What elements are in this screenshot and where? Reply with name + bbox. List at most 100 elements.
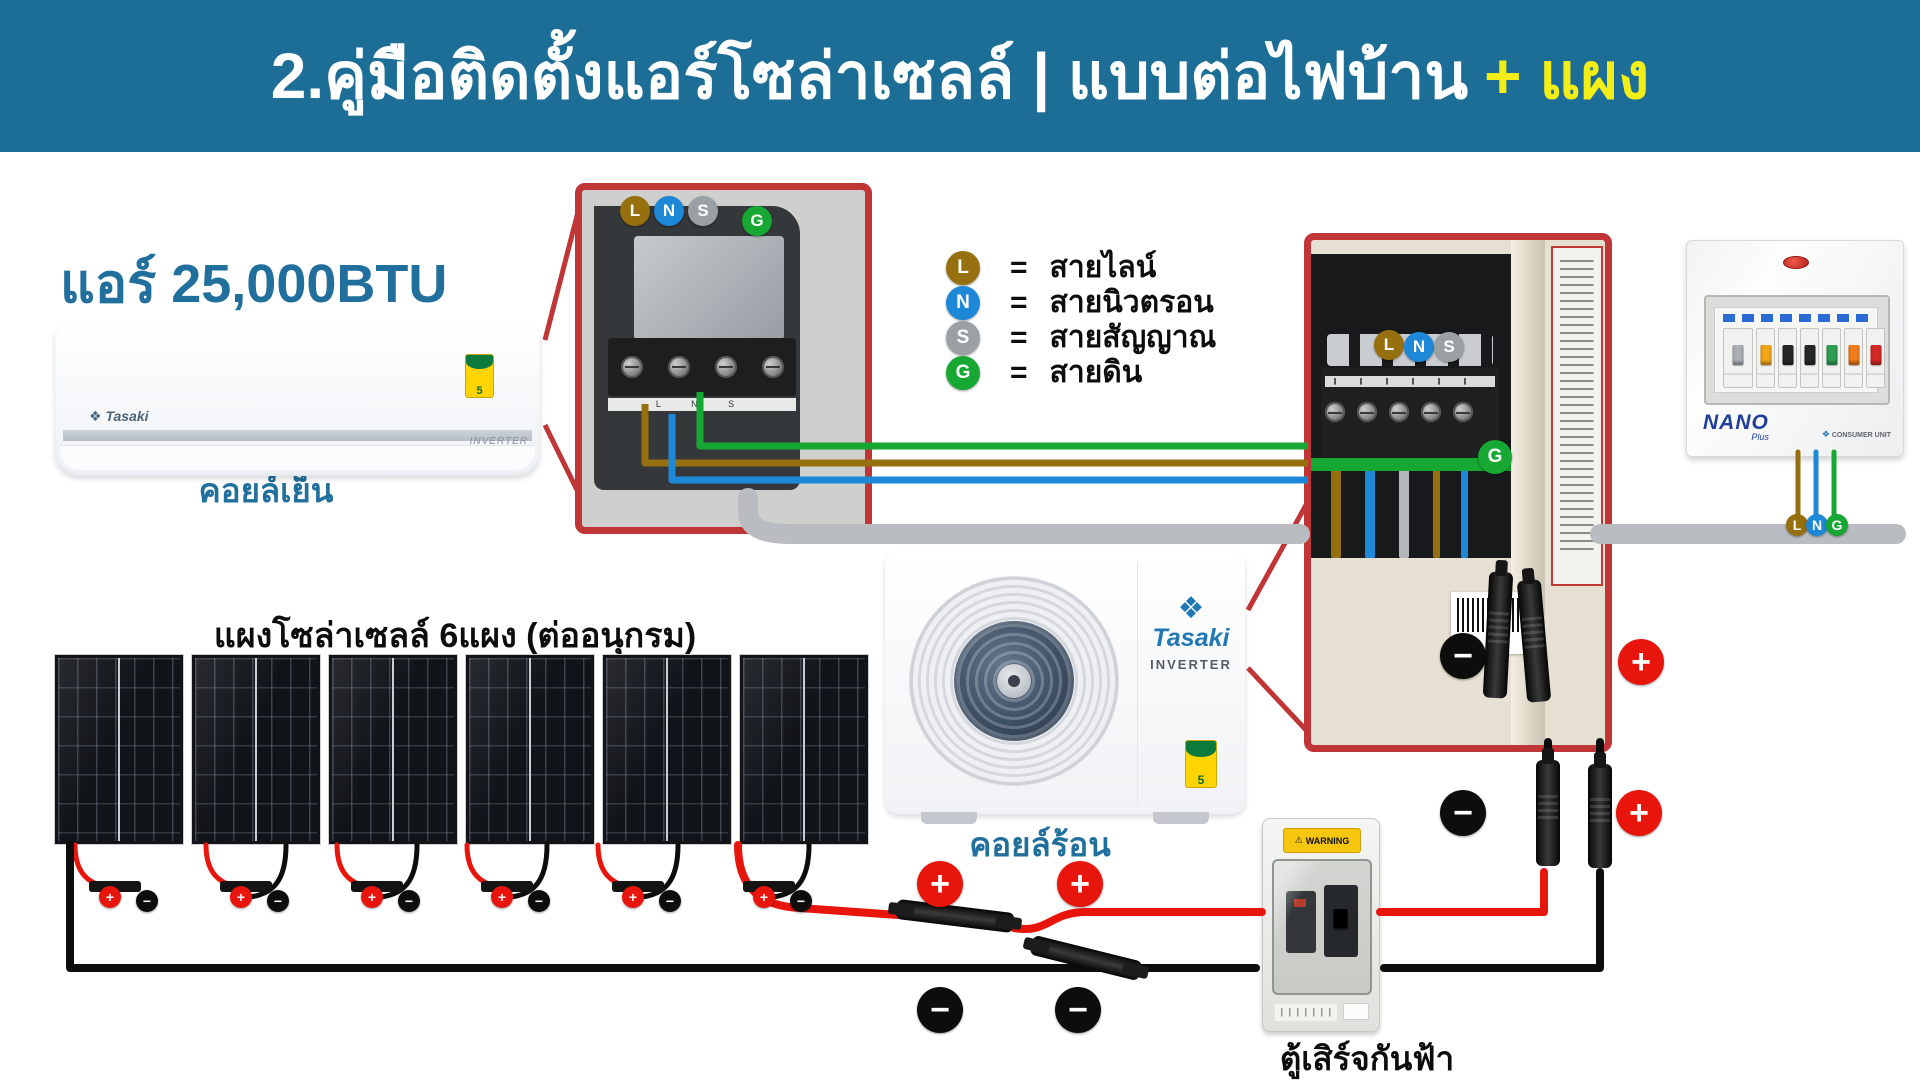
terminal-screw	[1357, 402, 1377, 422]
outdoor-terminal-s-chip: S	[1434, 332, 1464, 362]
neutral-wire	[1461, 464, 1468, 558]
line-wire	[1331, 464, 1341, 558]
callout-line	[542, 423, 581, 494]
pv-plus-chip: +	[753, 886, 775, 908]
breaker	[1800, 328, 1819, 388]
consumer-type-label: CONSUMER UNIT	[1831, 432, 1891, 439]
indoor-terminal-n-chip: N	[654, 196, 684, 226]
legend-ground-text: สายดิน	[1049, 356, 1143, 389]
solar-panel-1	[55, 655, 183, 844]
terminal-screw	[1325, 402, 1345, 422]
pv-pigtail-black	[247, 842, 289, 900]
indoor-inverter-badge: INVERTER	[469, 436, 528, 447]
pv-minus-chip: −	[267, 890, 289, 912]
legend-equals: =	[1010, 355, 1028, 389]
neutral-wire	[1365, 464, 1375, 558]
legend-row-line: L = สายไลน์	[946, 250, 1216, 285]
outdoor-inverter-badge: INVERTER	[1150, 657, 1232, 672]
mc4-connector-pair	[1029, 934, 1143, 982]
line-wire	[1433, 464, 1440, 558]
breaker	[1756, 328, 1775, 388]
outdoor-terminal-photo	[1304, 233, 1612, 752]
pv-pigtail-red	[72, 842, 120, 892]
outdoor-terminal-screws	[1325, 402, 1495, 422]
outdoor-foot	[1153, 812, 1209, 824]
legend-row-neutral: N = สายนิวตรอน	[946, 285, 1216, 320]
pv-plus-chip: +	[99, 886, 121, 908]
outdoor-foot	[921, 812, 977, 824]
pv-pigtail-red	[464, 842, 512, 892]
pv-plus-chip: +	[361, 886, 383, 908]
indoor-terminal-photo: L N S	[575, 183, 872, 534]
pv-pigtail-black	[639, 842, 681, 900]
pv-pigtail-black	[508, 842, 550, 900]
consumer-g-chip: G	[1826, 514, 1848, 536]
surge-box-label: ตู้เสิร์จกันฟ้า	[1279, 1040, 1455, 1077]
breaker-window	[1704, 295, 1890, 405]
outdoor-brand-logo: ❖ Tasaki INVERTER	[1143, 592, 1239, 673]
solar-array-label: แผงโซล่าเซลล์ 6แผง (ต่ออนุกรม)	[213, 617, 697, 655]
consumer-brand-text: NANO	[1703, 411, 1769, 434]
dc-minus-wire	[1380, 868, 1604, 972]
consumer-type-text: ❖ CONSUMER UNIT	[1822, 429, 1891, 440]
warning-text: WARNING	[1305, 835, 1350, 846]
legend-signal-chip: S	[946, 320, 980, 355]
pv-minus-chip: −	[398, 890, 420, 912]
pv-minus-chip: −	[790, 890, 812, 912]
consumer-brand-sub: Plus	[1751, 432, 1769, 442]
dc-minus-chip: −	[1440, 633, 1486, 679]
dc-minus-chip: −	[1440, 790, 1486, 836]
breaker-toggle	[1804, 345, 1815, 365]
breaker	[1778, 328, 1797, 388]
pv-plus-chip: +	[622, 886, 644, 908]
dc-breaker-device	[1324, 885, 1358, 957]
surge-window	[1272, 859, 1372, 995]
legend-signal-text: สายสัญญาณ	[1049, 321, 1217, 354]
surge-brand-strip	[1275, 1004, 1337, 1021]
breaker-toggle	[1848, 345, 1859, 365]
legend-neutral-text: สายนิวตรอน	[1049, 286, 1214, 319]
surge-device	[1286, 891, 1316, 953]
breaker	[1866, 328, 1885, 388]
solar-array	[55, 655, 868, 844]
signal-wire	[1399, 464, 1409, 558]
indoor-terminal-strip-label: L N S	[608, 398, 796, 411]
page-title-main: 2.คู่มือติดตั้งแอร์โซล่าเซลล์ | แบบต่อไฟ…	[270, 40, 1469, 112]
indoor-terminal-l-chip: L	[620, 196, 650, 226]
legend-row-ground: G = สายดิน	[946, 355, 1216, 390]
terminal-screw	[1421, 402, 1441, 422]
page-title: 2.คู่มือติดตั้งแอร์โซล่าเซลล์ | แบบต่อไฟ…	[271, 25, 1649, 127]
warning-sticker: ⚠ WARNING	[1283, 828, 1361, 853]
indoor-vent-bar	[63, 430, 532, 441]
outdoor-terminal-strip-label	[1325, 376, 1495, 387]
terminal-screw	[1453, 402, 1473, 422]
indoor-energy-label: 5	[465, 354, 494, 398]
outdoor-energy-label: 5	[1185, 740, 1217, 788]
outdoor-terminal-l-chip: L	[1374, 330, 1404, 360]
legend-equals: =	[1010, 320, 1028, 354]
dc-plus-chip: +	[1616, 790, 1662, 836]
brand-star-icon: ❖	[1821, 429, 1830, 439]
terminal-metal-plate	[634, 236, 784, 340]
mc4-connector-pair	[895, 898, 1015, 934]
pilot-lamp	[1783, 256, 1809, 269]
energy-number: 5	[1197, 773, 1205, 787]
breaker-toggle	[1782, 345, 1793, 365]
solar-panel-6	[740, 655, 868, 844]
pv-minus-chip: −	[659, 890, 681, 912]
indoor-capacity-title: แอร์ 25,000BTU	[60, 254, 448, 314]
spec-sticker	[1551, 246, 1603, 586]
indoor-terminal-g-chip: G	[742, 206, 772, 236]
legend-line-chip: L	[946, 250, 980, 285]
breaker	[1844, 328, 1863, 388]
pv-pigtail-red	[334, 842, 382, 892]
fan-grille	[909, 576, 1119, 786]
header-banner: 2.คู่มือติดตั้งแอร์โซล่าเซลล์ | แบบต่อไฟ…	[0, 0, 1920, 152]
main-breaker	[1723, 328, 1753, 388]
outdoor-brand-text: Tasaki	[1152, 624, 1230, 652]
pv-plus-chip: +	[230, 886, 252, 908]
terminal-screw	[667, 356, 690, 378]
breaker-panel	[1714, 307, 1885, 393]
brand-star-icon: ❖	[1177, 592, 1205, 625]
